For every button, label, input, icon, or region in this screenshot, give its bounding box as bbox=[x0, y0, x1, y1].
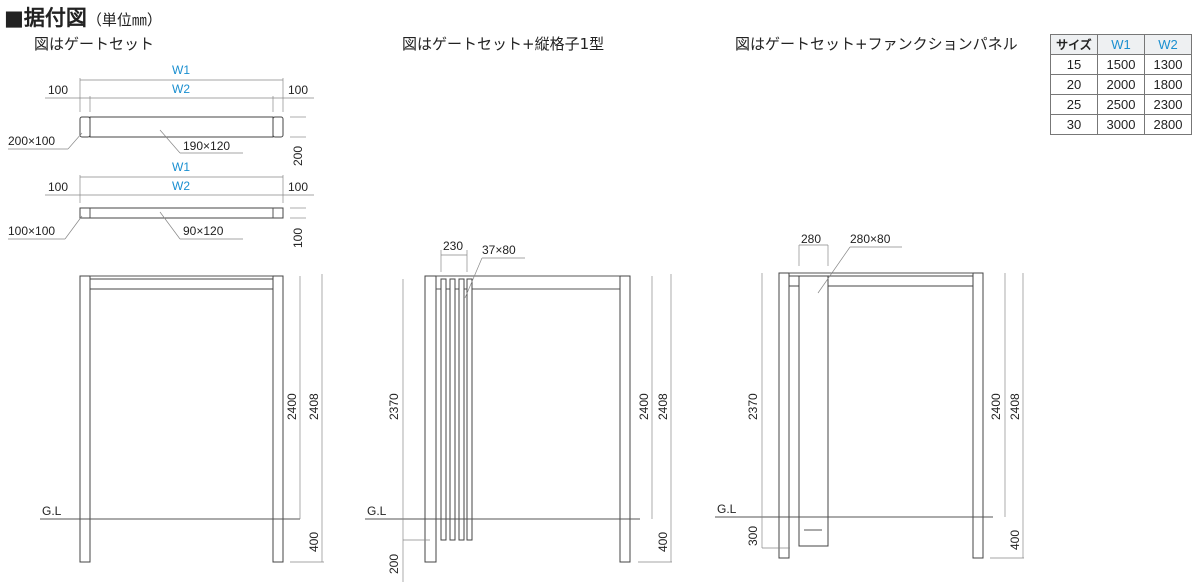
height-2400: 2400 bbox=[285, 393, 299, 420]
panel-size: 280×80 bbox=[850, 232, 891, 246]
side-dim: 100 bbox=[48, 83, 68, 97]
cell: 30 bbox=[1050, 114, 1098, 135]
cell: 2300 bbox=[1144, 94, 1192, 115]
depth-400: 400 bbox=[307, 532, 321, 552]
cell: 1300 bbox=[1144, 54, 1192, 75]
w1-label: W1 bbox=[172, 63, 190, 77]
gl-label: G.L bbox=[367, 504, 387, 518]
header-w2: W2 bbox=[1144, 34, 1192, 55]
depth-400: 400 bbox=[1008, 530, 1022, 550]
height-2400: 2400 bbox=[637, 393, 651, 420]
drawing-title: ■据付図（単位㎜） bbox=[4, 2, 162, 32]
beam-size: 190×120 bbox=[183, 139, 230, 153]
cell: 2000 bbox=[1097, 74, 1145, 95]
w1-label: W1 bbox=[172, 160, 190, 174]
depth-400: 400 bbox=[656, 532, 670, 552]
panel-width: 280 bbox=[801, 232, 821, 246]
side-dim: 100 bbox=[288, 180, 308, 194]
cell: 3000 bbox=[1097, 114, 1145, 135]
title-text: ■据付図 bbox=[4, 6, 87, 30]
caption-gate-set: 図はゲートセット bbox=[34, 35, 155, 53]
plan-view-bottom: W1 W2 100 100 100 100×100 90×120 bbox=[8, 160, 314, 248]
table-header: サイズ W1 W2 bbox=[1050, 34, 1192, 55]
slat-size: 37×80 bbox=[482, 243, 516, 257]
cell: 1800 bbox=[1144, 74, 1192, 95]
depth-200: 200 bbox=[387, 554, 401, 574]
caption-lattice: 図はゲートセット+縦格子1型 bbox=[402, 35, 605, 53]
height-2370: 2370 bbox=[387, 393, 401, 420]
height-2408: 2408 bbox=[656, 393, 670, 420]
cell: 1500 bbox=[1097, 54, 1145, 75]
cell: 2800 bbox=[1144, 114, 1192, 135]
post-size: 100×100 bbox=[8, 224, 55, 238]
beam-size: 90×120 bbox=[183, 224, 224, 238]
caption-panel: 図はゲートセット+ファンクションパネル bbox=[735, 35, 1018, 53]
plan-view-top: W1 W2 100 100 200 200×100 190×120 bbox=[8, 63, 314, 166]
w2-label: W2 bbox=[172, 179, 190, 193]
depth-dim: 200 bbox=[291, 146, 305, 166]
cell: 2500 bbox=[1097, 94, 1145, 115]
header-w1: W1 bbox=[1097, 34, 1145, 55]
w2-label: W2 bbox=[172, 82, 190, 96]
gl-label: G.L bbox=[42, 504, 62, 518]
elevation-gate-set: G.L 2400 2408 400 bbox=[40, 274, 324, 563]
post-size: 200×100 bbox=[8, 134, 55, 148]
height-2370: 2370 bbox=[746, 393, 760, 420]
depth-dim: 100 bbox=[291, 228, 305, 248]
elevation-function-panel: 280 280×80 G.L 2370 300 2400 2408 400 bbox=[715, 232, 1024, 559]
cell: 15 bbox=[1050, 54, 1098, 75]
height-2408: 2408 bbox=[307, 393, 321, 420]
gl-label: G.L bbox=[717, 502, 737, 516]
height-2400: 2400 bbox=[989, 393, 1003, 420]
side-dim: 100 bbox=[288, 83, 308, 97]
depth-300: 300 bbox=[746, 526, 760, 546]
side-dim: 100 bbox=[48, 180, 68, 194]
cell: 20 bbox=[1050, 74, 1098, 95]
header-size: サイズ bbox=[1050, 34, 1098, 55]
elevation-lattice: 230 37×80 G.L 2370 200 2400 2408 400 bbox=[365, 239, 672, 582]
height-2408: 2408 bbox=[1008, 393, 1022, 420]
cell: 25 bbox=[1050, 94, 1098, 115]
slat-width: 230 bbox=[443, 239, 463, 253]
unit-text: （単位㎜） bbox=[86, 11, 162, 29]
